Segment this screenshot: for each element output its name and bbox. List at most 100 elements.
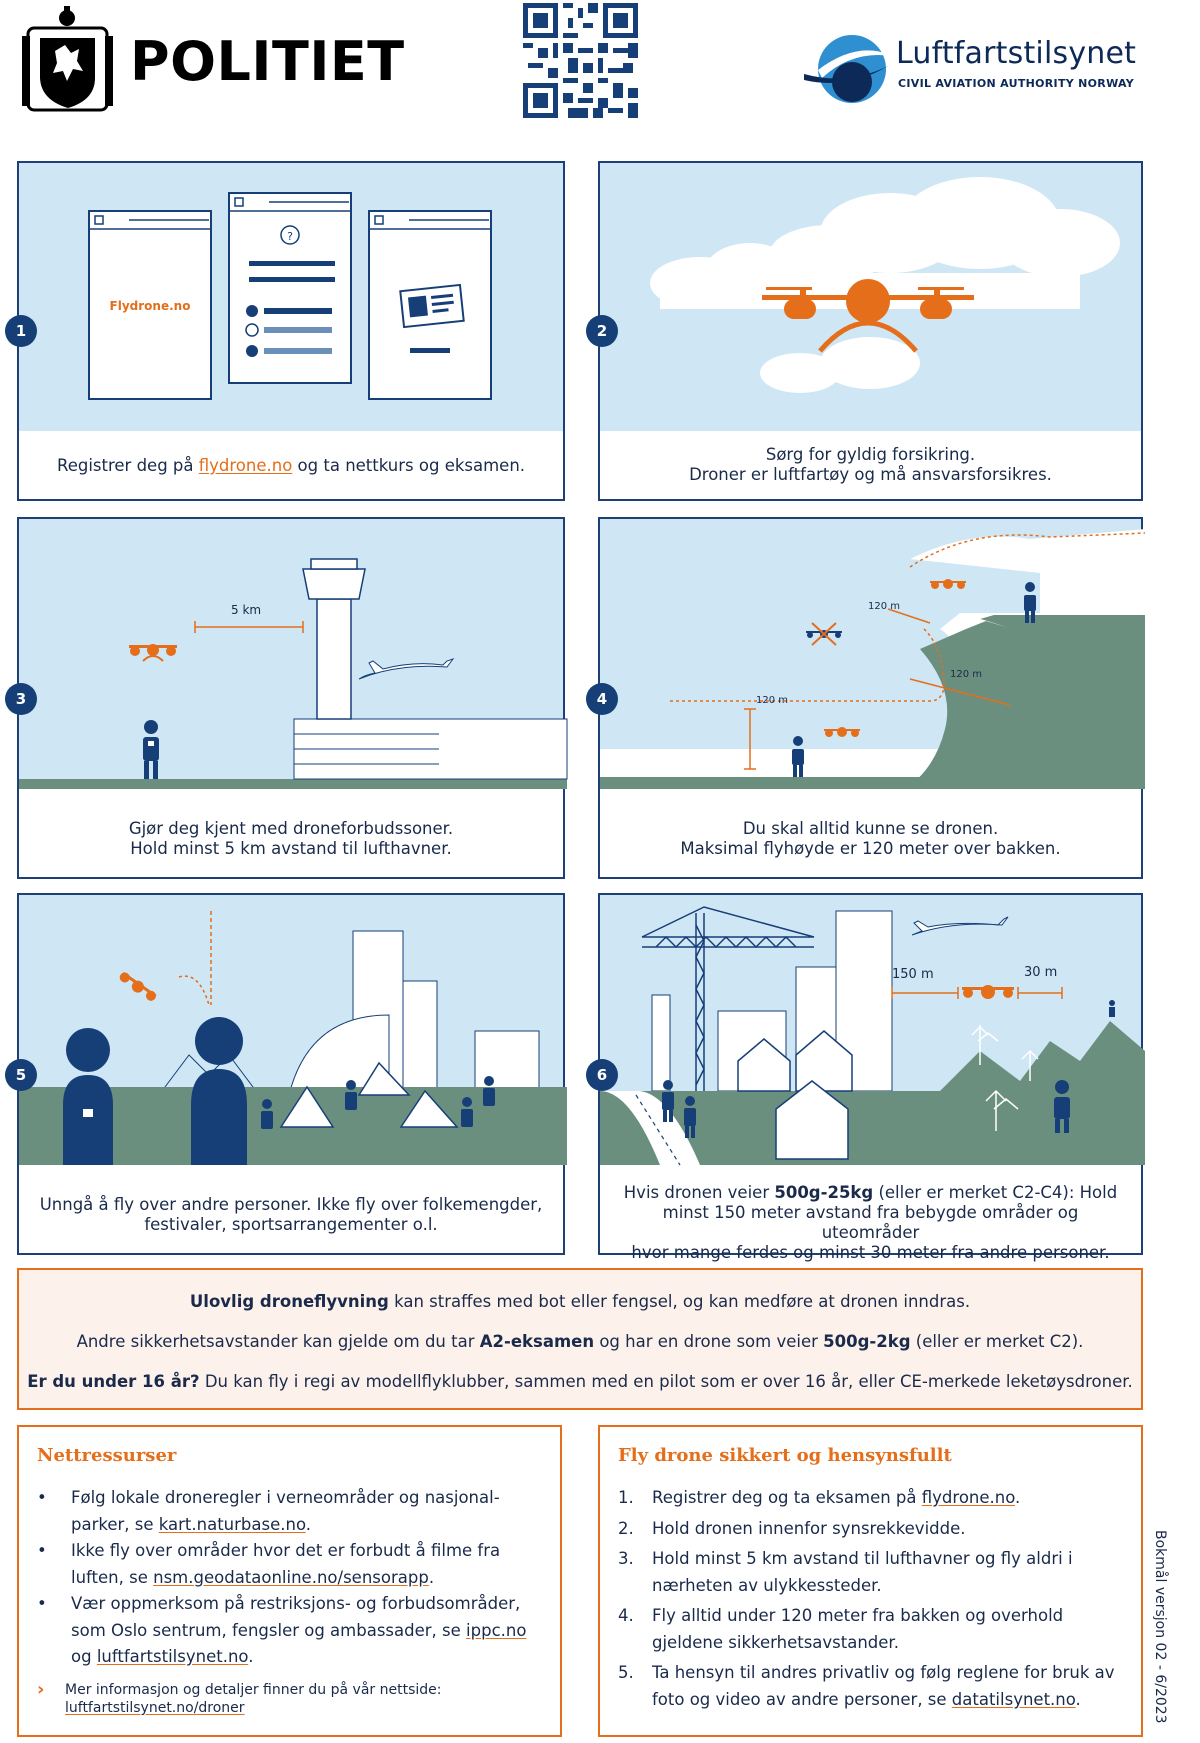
item-text: .: [1075, 1689, 1081, 1709]
caption-line: Maksimal flyhøyde er 120 meter over bakk…: [680, 839, 1061, 858]
item-text: Følg lokale droneregler i verneområder o…: [71, 1488, 500, 1534]
datatilsynet-link[interactable]: datatilsynet.no: [951, 1689, 1076, 1709]
list-item: • Ikke fly over områder hvor det er forbu…: [37, 1538, 542, 1591]
notice-text: kan straffes med bot eller fengsel, og k…: [388, 1292, 971, 1311]
notice-bold: 500g-2kg: [823, 1332, 911, 1351]
panel-caption: Registrer deg på flydrone.no og ta nettk…: [19, 456, 563, 476]
step-number: 5: [5, 1059, 37, 1091]
panel-crowds: 5 Unngå å fly over andre personer. Ikke …: [5, 893, 567, 1255]
naturbase-link[interactable]: kart.naturbase.no: [158, 1514, 306, 1534]
caption-text: Hvis dronen veier: [623, 1183, 775, 1202]
qr-code[interactable]: [523, 3, 638, 118]
caption-line: Droner er luftfartøy og må ansvarsforsik…: [689, 465, 1052, 484]
panel-caption: Unngå å fly over andre personer. Ikke fl…: [19, 1195, 563, 1235]
safety-rules-list: 1. Registrer deg og ta eksamen på flydron…: [618, 1485, 1123, 1713]
caption-line: Gjør deg kjent med droneforbudssoner.: [128, 819, 454, 838]
panel-insurance: 2 Sørg for gyldig forsikring. Droner er …: [586, 161, 1143, 501]
caption-line: Hvis dronen veier 500g-25kg (eller er me…: [618, 1183, 1123, 1203]
caption-text: og ta nettkurs og eksamen.: [292, 456, 526, 475]
notice-text: og har en drone som veier: [594, 1332, 824, 1351]
height-label: 120 m: [950, 669, 983, 680]
notice-bold: Er du under 16 år?: [27, 1372, 200, 1391]
panel-caption: Gjør deg kjent med droneforbudssoner. Ho…: [19, 819, 563, 859]
caption-line: Hold minst 5 km avstand til lufthavner.: [130, 839, 452, 858]
list-item: 4. Fly alltid under 120 meter fra bakken …: [618, 1603, 1123, 1656]
step-number: 3: [5, 683, 37, 715]
list-item: 1. Registrer deg og ta eksamen på flydron…: [618, 1485, 1123, 1512]
panel-register: ? Flydrone.no 1 Registrer d: [5, 161, 565, 501]
list-item: 3.Hold minst 5 km avstand til lufthavner…: [618, 1546, 1123, 1599]
item-text: .: [248, 1647, 254, 1666]
more-info: › Mer informasjon og detaljer finner du …: [37, 1681, 441, 1717]
bullet-icon: •: [37, 1594, 47, 1613]
panel-caption: Du skal alltid kunne se dronen. Maksimal…: [600, 819, 1141, 859]
distance-label-30: 30 m: [1024, 965, 1058, 980]
svg-text:?: ?: [287, 230, 293, 243]
more-info-text: Mer informasjon og detaljer finner du på…: [65, 1682, 442, 1698]
chevron-right-icon: ›: [37, 1679, 45, 1700]
list-item: • Vær oppmerksom på restriksjons- og forb…: [37, 1591, 542, 1671]
panel-caption: Hvis dronen veier 500g-25kg (eller er me…: [600, 1183, 1141, 1263]
panel-caption: Sørg for gyldig forsikring. Droner er lu…: [600, 445, 1141, 485]
item-text: Hold dronen innenfor synsrekkevidde.: [652, 1518, 966, 1538]
bullet-icon: •: [37, 1488, 47, 1507]
distance-label: 5 km: [231, 603, 262, 617]
caption-line: Unngå å fly over andre personer. Ikke fl…: [39, 1195, 543, 1214]
authority-name: Luftfartstilsynet: [896, 36, 1137, 71]
item-text: Registrer deg og ta eksamen på: [652, 1488, 922, 1507]
flydrone-label: Flydrone.no: [109, 299, 191, 313]
notice-text: Du kan fly i regi av modellflyklubber, s…: [199, 1372, 1133, 1391]
authority-subtitle: CIVIL AVIATION AUTHORITY NORWAY: [898, 77, 1135, 90]
ippc-link[interactable]: ippc.no: [466, 1620, 527, 1640]
notice-text: (eller er merket C2).: [910, 1332, 1084, 1351]
item-number: 2.: [618, 1518, 634, 1538]
item-text: og: [71, 1647, 97, 1666]
item-text: .: [1015, 1488, 1021, 1507]
drone-illustration: [600, 163, 1141, 431]
panel-airport: 5 km 3 Gjør deg kjent med droneforbudsso…: [5, 517, 568, 879]
politiet-coat-of-arms: [20, 6, 115, 114]
notice-bold: A2-eksamen: [479, 1332, 595, 1351]
caption-line: Du skal alltid kunne se dronen.: [742, 819, 999, 838]
caption-line: minst 150 meter avstand fra bebygde områ…: [662, 1203, 1079, 1242]
version-label: Bokmål versjon 02 - 6/2023: [1152, 1530, 1168, 1724]
web-resources-title: Nettressurser: [37, 1445, 177, 1466]
droner-link[interactable]: luftfartstilsynet.no/droner: [65, 1700, 245, 1716]
city-illustration: 150 m 30 m: [600, 895, 1145, 1166]
weight-range: 500g-25kg: [774, 1183, 874, 1202]
notice-bold: Ulovlig droneflyvning: [189, 1292, 389, 1311]
list-item: 2. Hold dronen innenfor synsrekkevidde.: [618, 1516, 1123, 1543]
height-label: 120 m: [756, 695, 789, 706]
item-number: 4.: [618, 1606, 634, 1625]
distance-label-150: 150 m: [892, 967, 934, 982]
item-text: Vær oppmerksom på restriksjons- og forbu…: [71, 1594, 521, 1640]
cliff-illustration: 120 m 120 m 120 m: [600, 519, 1146, 789]
notice-text: Andre sikkerhetsavstander kan gjelde om …: [76, 1332, 480, 1351]
safety-rules-title: Fly drone sikkert og hensynsfullt: [618, 1445, 952, 1466]
notice-line: Ulovlig droneflyvning kan straffes med b…: [19, 1292, 1141, 1312]
caption-text: Registrer deg på: [56, 456, 199, 475]
item-text: .: [305, 1514, 312, 1534]
caption-line: hvor mange ferdes og minst 30 meter fra …: [631, 1243, 1110, 1262]
item-text: Fly alltid under 120 meter fra bakken og…: [652, 1606, 1064, 1652]
bullet-icon: •: [37, 1541, 47, 1560]
notice-line: Andre sikkerhetsavstander kan gjelde om …: [19, 1332, 1141, 1352]
item-text: Ikke fly over områder hvor det er forbud…: [71, 1541, 501, 1587]
sensorapp-link[interactable]: nsm.geodataonline.no/sensorapp: [153, 1567, 429, 1587]
step-number: 1: [5, 315, 37, 347]
height-label: 120 m: [868, 601, 901, 612]
penalty-notice: Ulovlig droneflyvning kan straffes med b…: [17, 1268, 1143, 1410]
web-resources-list: • Følg lokale droneregler i verneområder …: [37, 1485, 542, 1671]
festival-illustration: [19, 895, 567, 1165]
notice-line: Er du under 16 år? Du kan fly i regi av …: [19, 1372, 1141, 1392]
item-number: 1.: [618, 1488, 634, 1507]
flydrone-link[interactable]: flydrone.no: [921, 1488, 1016, 1507]
flydrone-link[interactable]: flydrone.no: [198, 456, 293, 475]
caption-line: Sørg for gyldig forsikring.: [765, 445, 976, 464]
web-resources-box: Nettressurser • Følg lokale droneregler i…: [17, 1425, 562, 1737]
luftfartstilsynet-link[interactable]: luftfartstilsynet.no: [96, 1647, 249, 1666]
item-text: Ta hensyn til andres privatliv og følg r…: [652, 1663, 1115, 1709]
caption-text: (eller er merket C2-C4): Hold: [873, 1183, 1118, 1202]
airport-illustration: 5 km: [19, 519, 568, 789]
item-number: 5.: [618, 1663, 634, 1682]
